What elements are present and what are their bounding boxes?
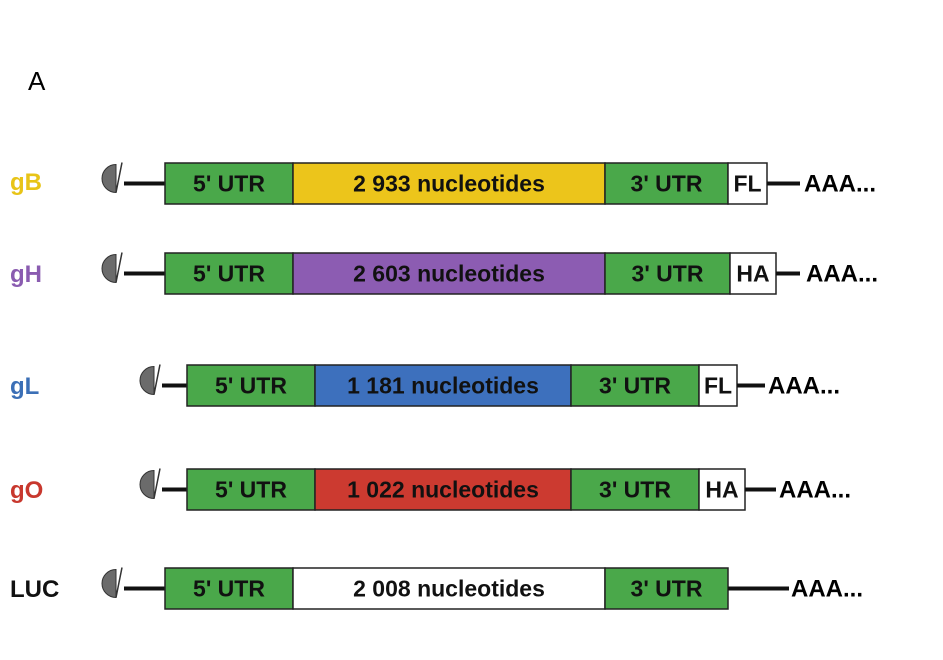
cap-icon — [101, 163, 117, 194]
construct-row: gH 5' UTR 2 603 nucleotides 3' UTR HA AAA... — [10, 252, 878, 295]
construct-row: gO 5' UTR 1 022 nucleotides 3' UTR HA AAA... — [10, 468, 851, 511]
cds-segment-label: 2 933 nucleotides — [353, 171, 545, 197]
construct-label: LUC — [10, 576, 59, 603]
utr3-segment — [570, 364, 700, 407]
cap-stem — [115, 252, 123, 283]
cap-stem — [153, 468, 161, 499]
utr5-segment — [164, 252, 294, 295]
construct-label: gO — [10, 477, 43, 504]
construct-label: gL — [10, 373, 39, 400]
construct-label: gB — [10, 169, 42, 196]
polya-tail-label: AAA... — [806, 261, 878, 288]
cds-segment — [314, 468, 572, 511]
cap-stem — [153, 364, 161, 395]
cap-icon — [101, 568, 117, 599]
utr3-segment-label: 3' UTR — [631, 576, 703, 602]
cap-stem — [115, 567, 123, 598]
polya-tail-label: AAA... — [804, 171, 876, 198]
construct-row: gB 5' UTR 2 933 nucleotides 3' UTR FL AAA... — [10, 162, 876, 205]
cds-segment-label: 1 181 nucleotides — [347, 373, 539, 399]
cds-segment-label: 2 008 nucleotides — [353, 576, 545, 602]
construct-row: gL 5' UTR 1 181 nucleotides 3' UTR FL AAA... — [10, 364, 840, 407]
cds-segment — [292, 252, 606, 295]
tag-segment-label: HA — [736, 261, 769, 287]
utr5-segment — [186, 468, 316, 511]
utr5-segment-label: 5' UTR — [193, 261, 265, 287]
cds-segment — [292, 567, 606, 610]
cds-segment-label: 2 603 nucleotides — [353, 261, 545, 287]
utr5-segment — [186, 364, 316, 407]
tag-segment-label: FL — [733, 171, 761, 197]
tag-segment-label: FL — [704, 373, 732, 399]
polya-tail-label: AAA... — [768, 373, 840, 400]
utr5-segment-label: 5' UTR — [215, 373, 287, 399]
cap-icon — [101, 253, 117, 284]
utr3-segment-label: 3' UTR — [599, 373, 671, 399]
utr5-segment-label: 5' UTR — [215, 477, 287, 503]
panel-label: A — [28, 66, 46, 96]
construct-label: gH — [10, 261, 42, 288]
utr3-segment — [604, 567, 729, 610]
cap-icon — [139, 365, 155, 396]
utr5-segment — [164, 567, 294, 610]
utr3-segment — [604, 162, 729, 205]
construct-row: LUC 5' UTR 2 008 nucleotides 3' UTR AAA... — [10, 567, 863, 610]
cap-icon — [139, 469, 155, 500]
cds-segment — [292, 162, 606, 205]
tag-segment — [698, 468, 746, 511]
utr3-segment-label: 3' UTR — [599, 477, 671, 503]
cap-stem — [115, 162, 123, 193]
utr5-segment-label: 5' UTR — [193, 576, 265, 602]
tag-segment-label: HA — [705, 477, 738, 503]
tag-segment — [729, 252, 777, 295]
utr5-segment-label: 5' UTR — [193, 171, 265, 197]
polya-tail-label: AAA... — [779, 477, 851, 504]
polya-tail-label: AAA... — [791, 576, 863, 603]
utr3-segment-label: 3' UTR — [632, 261, 704, 287]
utr3-segment-label: 3' UTR — [631, 171, 703, 197]
cds-segment-label: 1 022 nucleotides — [347, 477, 539, 503]
